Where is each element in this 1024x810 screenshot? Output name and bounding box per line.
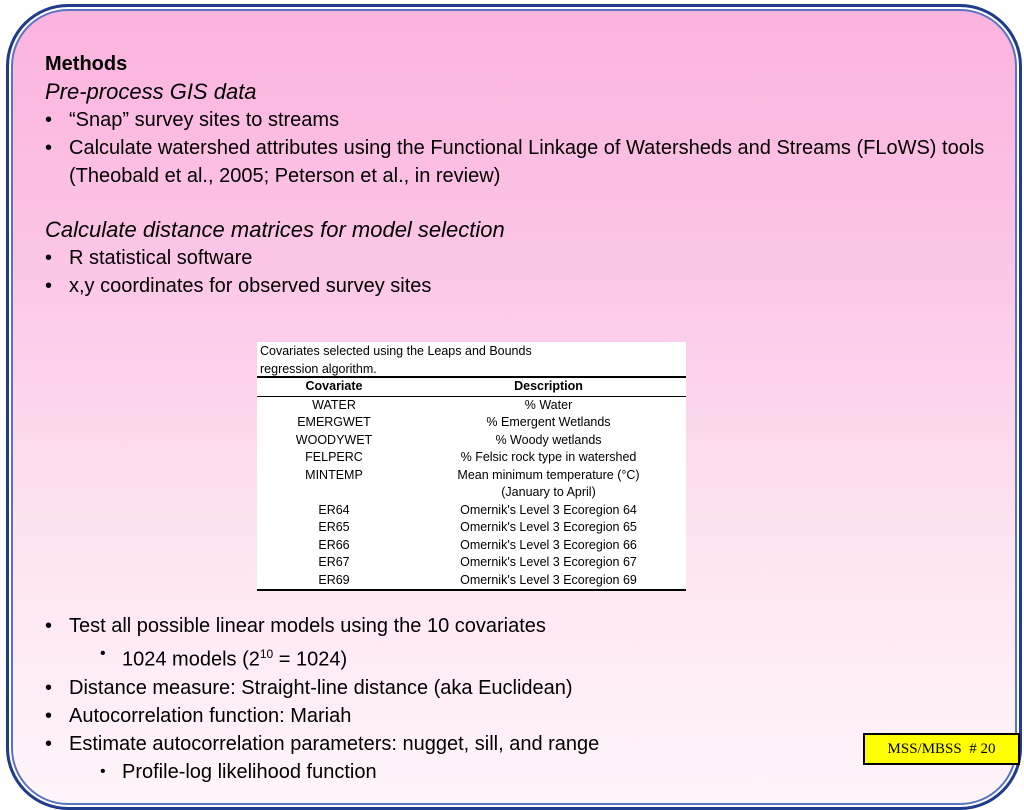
cell-covariate: ER64 xyxy=(318,502,350,517)
cell-covariate xyxy=(257,484,411,502)
model-count-suffix: = 1024) xyxy=(273,648,348,671)
cell-description: % Emergent Wetlands xyxy=(486,415,611,429)
cell-description: Omernik's Level 3 Ecoregion 66 xyxy=(460,537,637,552)
cell-covariate: WATER xyxy=(312,397,356,412)
bullet-r-software: R statistical software xyxy=(45,244,975,272)
bullet-test-models: Test all possible linear models using th… xyxy=(45,612,975,640)
table-caption: Covariates selected using the Leaps and … xyxy=(257,342,686,376)
covariates-table: Covariates selected using the Leaps and … xyxy=(257,342,686,591)
cell-description: % Water xyxy=(524,397,573,412)
table-row: WOODYWET % Woody wetlands xyxy=(257,432,686,450)
cell-covariate: EMERGWET xyxy=(297,415,371,429)
cell-description: Omernik's Level 3 Ecoregion 64 xyxy=(460,502,637,517)
cell-covariate: WOODYWET xyxy=(295,432,373,447)
cell-description: Omernik's Level 3 Ecoregion 69 xyxy=(411,571,686,591)
model-count-prefix: 1024 models (2 xyxy=(122,648,260,671)
cell-description: % Felsic rock type in watershed xyxy=(460,450,637,464)
table-row: MINTEMP Mean minimum temperature (°C) xyxy=(257,467,686,485)
cell-covariate: FELPERC xyxy=(305,450,363,464)
bullet-snap-sites: “Snap” survey sites to streams xyxy=(45,106,975,134)
header-covariate: Covariate xyxy=(257,376,411,397)
subbullet-profile-likelihood: Profile-log likelihood function xyxy=(45,758,975,786)
slide-content-lower: Test all possible linear models using th… xyxy=(45,612,975,786)
bullet-xy-coordinates: x,y coordinates for observed survey site… xyxy=(45,272,975,300)
section-title-preprocess: Pre-process GIS data xyxy=(45,79,257,104)
table-row: ER66 Omernik's Level 3 Ecoregion 66 xyxy=(257,537,686,555)
section-title-distance-matrices: Calculate distance matrices for model se… xyxy=(45,217,505,242)
cell-description: % Woody wetlands xyxy=(495,432,602,447)
table-row: (January to April) xyxy=(257,484,686,502)
cell-covariate: MINTEMP xyxy=(305,467,363,482)
covariates-grid: Covariate Description WATER % Water EMERG… xyxy=(257,376,686,591)
bullet-watershed-attributes: Calculate watershed attributes using the… xyxy=(45,134,999,190)
cell-description: (January to April) xyxy=(501,485,596,499)
cell-description: Omernik's Level 3 Ecoregion 67 xyxy=(460,555,637,569)
table-header-row: Covariate Description xyxy=(257,376,686,397)
bullet-autocorrelation-function: Autocorrelation function: Mariah xyxy=(45,702,975,730)
cell-covariate: ER69 xyxy=(257,571,411,591)
table-caption-line1: Covariates selected using the Leaps and … xyxy=(260,344,532,358)
model-count-exponent: 10 xyxy=(259,647,274,661)
table-caption-line2: regression algorithm. xyxy=(260,361,377,376)
cell-covariate: ER66 xyxy=(318,537,350,552)
table-row: WATER % Water xyxy=(257,396,686,414)
header-description: Description xyxy=(411,376,686,397)
subbullet-model-count: 1024 models (210 = 1024) xyxy=(45,640,975,674)
cell-covariate: ER67 xyxy=(318,555,350,569)
slide-content: Methods Pre-process GIS data “Snap” surv… xyxy=(45,50,984,300)
bullet-autocorrelation-parameters: Estimate autocorrelation parameters: nug… xyxy=(45,730,975,758)
slide-number-label: MSS/MBSS # 20 xyxy=(887,740,996,757)
cell-description: Omernik's Level 3 Ecoregion 65 xyxy=(460,520,637,534)
table-row: FELPERC % Felsic rock type in watershed xyxy=(257,449,686,467)
table-row: EMERGWET % Emergent Wetlands xyxy=(257,414,686,432)
table-row: ER65 Omernik's Level 3 Ecoregion 65 xyxy=(257,519,686,537)
table-row: ER67 Omernik's Level 3 Ecoregion 67 xyxy=(257,554,686,572)
cell-description: Mean minimum temperature (°C) xyxy=(457,467,640,482)
cell-covariate: ER65 xyxy=(318,520,350,534)
slide-number-badge: MSS/MBSS # 20 xyxy=(863,733,1020,765)
table-row: ER64 Omernik's Level 3 Ecoregion 64 xyxy=(257,502,686,520)
slide-heading: Methods xyxy=(45,53,128,75)
bullet-distance-measure: Distance measure: Straight-line distance… xyxy=(45,674,975,702)
